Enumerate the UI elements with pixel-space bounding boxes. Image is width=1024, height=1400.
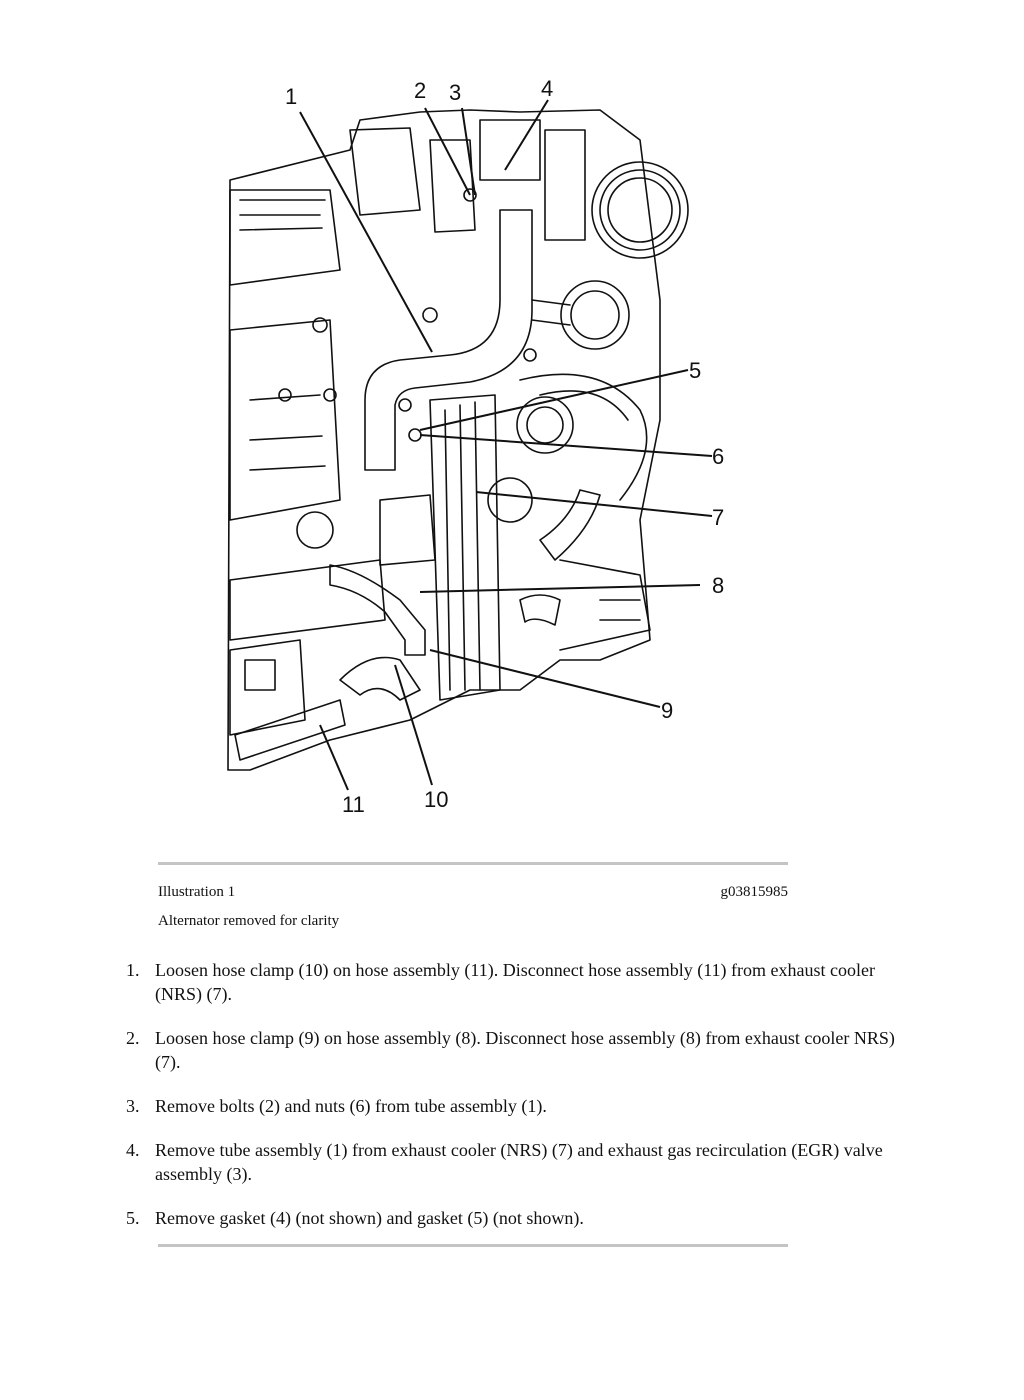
step-number: 1. — [126, 960, 140, 980]
section-bottom-rule — [158, 1244, 788, 1247]
illustration-subtitle: Alternator removed for clarity — [158, 913, 340, 929]
step-text: Remove tube assembly (1) from exhaust co… — [155, 1140, 883, 1184]
callout-10: 10 — [424, 787, 448, 812]
callout-7: 7 — [712, 505, 724, 530]
caption-top-rule — [158, 862, 788, 865]
step-text: Remove gasket (4) (not shown) and gasket… — [155, 1208, 584, 1228]
callout-4: 4 — [541, 76, 553, 101]
callout-2: 2 — [414, 78, 426, 103]
step-text: Remove bolts (2) and nuts (6) from tube … — [155, 1096, 547, 1116]
engine-illustration: 1 2 3 4 5 6 7 8 9 10 11 — [227, 76, 724, 817]
illustration-label: Illustration 1 — [158, 884, 236, 900]
illustration-caption: Illustration 1 g03815985 — [158, 884, 788, 901]
callout-9: 9 — [661, 698, 673, 723]
callout-1: 1 — [285, 84, 297, 109]
callout-6: 6 — [712, 444, 724, 469]
step-item: 3. Remove bolts (2) and nuts (6) from tu… — [126, 1094, 906, 1118]
illustration-id: g03815985 — [720, 884, 789, 900]
callout-leaders — [299, 99, 713, 791]
step-text: Loosen hose clamp (10) on hose assembly … — [155, 960, 875, 1004]
callout-8: 8 — [712, 573, 724, 598]
step-item: 2. Loosen hose clamp (9) on hose assembl… — [126, 1026, 906, 1074]
callout-5: 5 — [689, 358, 701, 383]
step-item: 4. Remove tube assembly (1) from exhaust… — [126, 1138, 906, 1186]
procedure-steps: 1. Loosen hose clamp (10) on hose assemb… — [126, 958, 906, 1250]
step-item: 1. Loosen hose clamp (10) on hose assemb… — [126, 958, 906, 1006]
step-item: 5. Remove gasket (4) (not shown) and gas… — [126, 1206, 906, 1230]
step-number: 2. — [126, 1028, 140, 1048]
engine-line-drawing: 1 2 3 4 5 6 7 8 9 10 11 — [227, 76, 724, 817]
step-number: 4. — [126, 1140, 140, 1160]
callout-11: 11 — [342, 792, 365, 817]
step-text: Loosen hose clamp (9) on hose assembly (… — [155, 1028, 895, 1072]
callout-3: 3 — [449, 80, 461, 105]
step-number: 3. — [126, 1096, 140, 1116]
step-number: 5. — [126, 1208, 140, 1228]
